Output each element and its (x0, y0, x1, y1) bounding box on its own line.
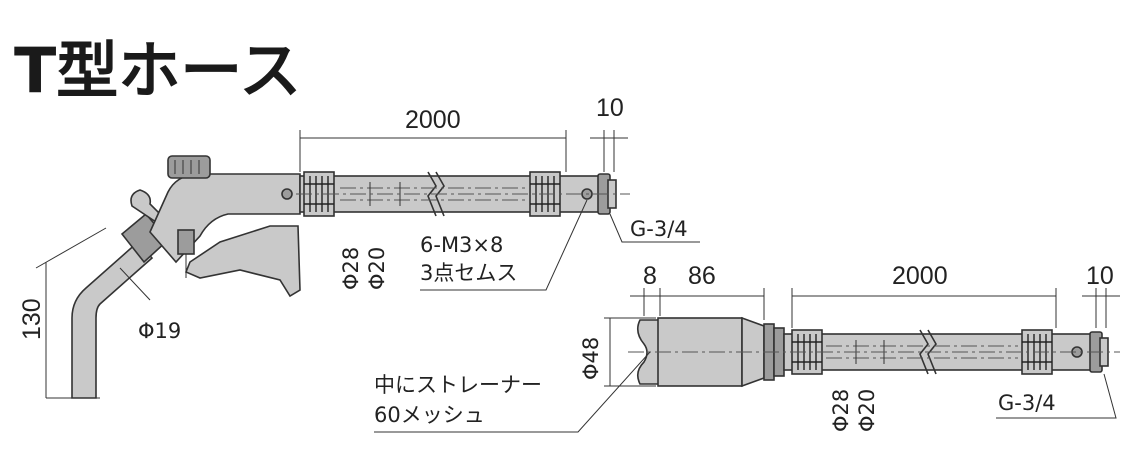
nozzle-top-cap (167, 155, 211, 179)
page-title: T型ホース (14, 34, 301, 107)
screw-count-label: 3点セムス (420, 261, 517, 285)
upper-thread-label: G-3/4 (630, 217, 688, 241)
suction-hose-assembly: 8 86 2000 10 Φ48 G-3/4 Φ28 Φ20 中にストレーナー … (374, 262, 1120, 433)
strainer-len1-label: 8 (643, 262, 657, 290)
upper-inner-dia-label: Φ20 (365, 247, 389, 290)
nozzle-hose-assembly: 2000 10 G-3/4 Φ28 Φ20 6-M3×8 3点セムス 130 Φ… (18, 94, 700, 399)
lower-hose-break (919, 329, 937, 375)
strainer-body (657, 317, 743, 387)
upper-fitting-length-label: 10 (596, 94, 624, 122)
lower-thread-label: G-3/4 (998, 391, 1056, 415)
lower-fitting-length-label: 10 (1086, 262, 1114, 290)
strainer-note-line1: 中にストレーナー (374, 373, 542, 397)
upper-outer-dia-label: Φ28 (339, 247, 363, 290)
upper-length-label: 2000 (405, 106, 461, 134)
strainer-len2-label: 86 (688, 262, 716, 290)
spout-height-label: 130 (18, 298, 46, 340)
spout-dia-label: Φ19 (138, 319, 181, 343)
spout-pipe (71, 240, 154, 399)
upper-screw-left (281, 188, 293, 200)
screw-spec-label: 6-M3×8 (420, 233, 503, 257)
upper-hose-break (427, 171, 445, 217)
lower-outer-dia-label: Φ28 (829, 389, 853, 432)
nozzle-stem (177, 229, 195, 255)
strainer-note-line2: 60メッシュ (374, 403, 485, 427)
lower-length-label: 2000 (892, 262, 948, 290)
nozzle-handle (184, 225, 301, 298)
strainer-dia-label: Φ48 (579, 337, 603, 380)
lower-inner-dia-label: Φ20 (855, 389, 879, 432)
